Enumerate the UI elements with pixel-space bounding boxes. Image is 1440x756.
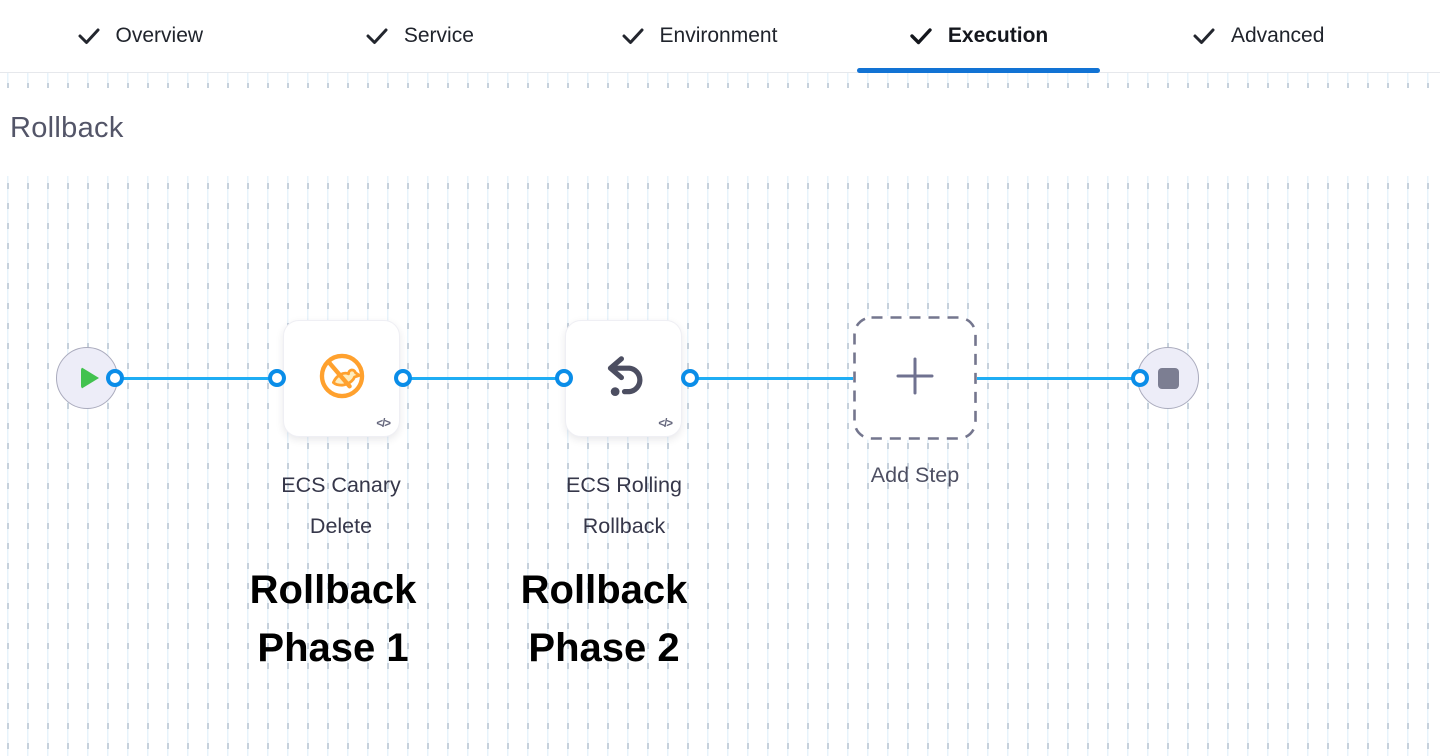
step-name-label: ECS Canary Delete xyxy=(281,473,401,538)
code-badge-icon: </> xyxy=(376,418,391,430)
play-icon xyxy=(80,367,99,389)
tab-label: Service xyxy=(403,24,474,47)
connector-port[interactable] xyxy=(394,369,412,387)
tab-overview[interactable]: Overview xyxy=(0,0,280,72)
code-badge-icon: </> xyxy=(658,418,673,430)
phase-annotation: Rollback Phase 1 xyxy=(249,568,417,670)
tab-label: Overview xyxy=(115,24,204,47)
tab-service[interactable]: Service xyxy=(280,0,560,72)
rollback-arrow-icon xyxy=(599,351,649,406)
add-step-button[interactable] xyxy=(853,316,977,440)
add-step-label: Add Step xyxy=(870,463,960,487)
tabbar-inner: Overview Service Environment Execution xyxy=(0,0,1398,73)
check-icon xyxy=(621,26,645,46)
step-name-label: ECS Rolling Rollback xyxy=(566,473,682,538)
stop-icon xyxy=(1157,367,1179,389)
plus-icon xyxy=(895,356,935,401)
step-ecs-rolling-rollback[interactable]: </> xyxy=(565,320,682,437)
connector-port[interactable] xyxy=(555,369,573,387)
canary-delete-icon xyxy=(316,350,368,407)
section-heading-strip: Rollback xyxy=(0,88,1440,176)
stage-config-tabbar: Overview Service Environment Execution xyxy=(0,0,1440,73)
phase-annotation: Rollback Phase 2 xyxy=(520,568,688,670)
section-title: Rollback xyxy=(10,112,124,144)
connector-port[interactable] xyxy=(268,369,286,387)
tab-environment[interactable]: Environment xyxy=(559,0,839,72)
check-icon xyxy=(365,26,389,46)
connector-port[interactable] xyxy=(106,369,124,387)
tab-advanced[interactable]: Advanced xyxy=(1118,0,1398,72)
check-icon xyxy=(909,26,933,46)
active-tab-underline xyxy=(856,68,1101,73)
step-ecs-canary-delete[interactable]: </> xyxy=(283,320,400,437)
check-icon xyxy=(77,26,101,46)
connector-port[interactable] xyxy=(1131,369,1149,387)
connector-port[interactable] xyxy=(681,369,699,387)
check-icon xyxy=(1192,26,1216,46)
tab-execution[interactable]: Execution xyxy=(839,0,1119,73)
tab-label: Advanced xyxy=(1230,24,1325,47)
tab-label: Execution xyxy=(947,24,1049,47)
tab-label: Environment xyxy=(659,24,778,47)
execution-graph-canvas[interactable]: Rollback </> xyxy=(0,73,1440,756)
